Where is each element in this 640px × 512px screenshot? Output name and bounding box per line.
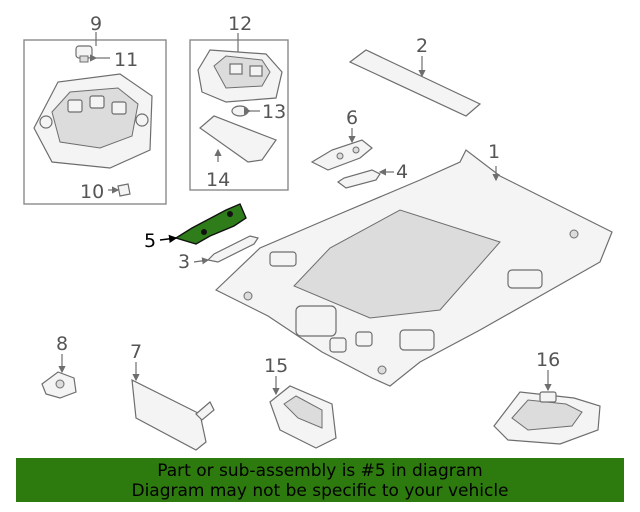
map-lamp-part xyxy=(197,49,283,103)
lamp-lens-part-14 xyxy=(199,115,277,163)
grab-handle-part-3 xyxy=(206,235,259,263)
callout-16: 16 xyxy=(536,349,560,371)
callout-1: 1 xyxy=(488,141,500,163)
console-box xyxy=(23,39,167,205)
overhead-console-part xyxy=(33,73,153,169)
callout-5: 5 xyxy=(144,230,156,252)
console-clip-part-11 xyxy=(75,45,93,63)
callout-10: 10 xyxy=(80,181,104,203)
handle-part-4 xyxy=(336,169,381,189)
bracket-part-6 xyxy=(310,139,373,171)
callout-11: 11 xyxy=(114,49,138,71)
callout-14: 14 xyxy=(206,169,230,191)
banner-line-1: Part or sub-assembly is #5 in diagram xyxy=(157,461,483,481)
lamp-part-15 xyxy=(269,385,337,449)
highlighted-bracket-part-5 xyxy=(174,203,247,245)
callout-9: 9 xyxy=(90,13,102,35)
callout-7: 7 xyxy=(130,341,142,363)
sun-visor-part-7 xyxy=(131,378,215,451)
console-screw-part-10 xyxy=(117,183,131,197)
lamp-bulb-part-13 xyxy=(231,105,249,117)
callout-6: 6 xyxy=(346,107,358,129)
callout-13: 13 xyxy=(262,101,286,123)
callout-15: 15 xyxy=(264,355,288,377)
headliner-part-1 xyxy=(214,149,613,387)
banner-line-2: Diagram may not be specific to your vehi… xyxy=(131,481,509,501)
clip-part-8 xyxy=(41,371,77,399)
callout-12: 12 xyxy=(228,13,252,35)
callout-8: 8 xyxy=(56,333,68,355)
callout-3: 3 xyxy=(178,251,190,273)
callout-2: 2 xyxy=(416,35,428,57)
parts-diagram: 1 2 3 4 5 6 7 8 9 10 11 12 13 14 15 16 xyxy=(23,13,613,451)
info-banner: Part or sub-assembly is #5 in diagram Di… xyxy=(16,458,624,502)
headliner-strip-part-2 xyxy=(348,49,482,117)
lamp-part-16 xyxy=(493,391,601,445)
callout-4: 4 xyxy=(396,161,408,183)
lamp-box xyxy=(189,39,289,191)
